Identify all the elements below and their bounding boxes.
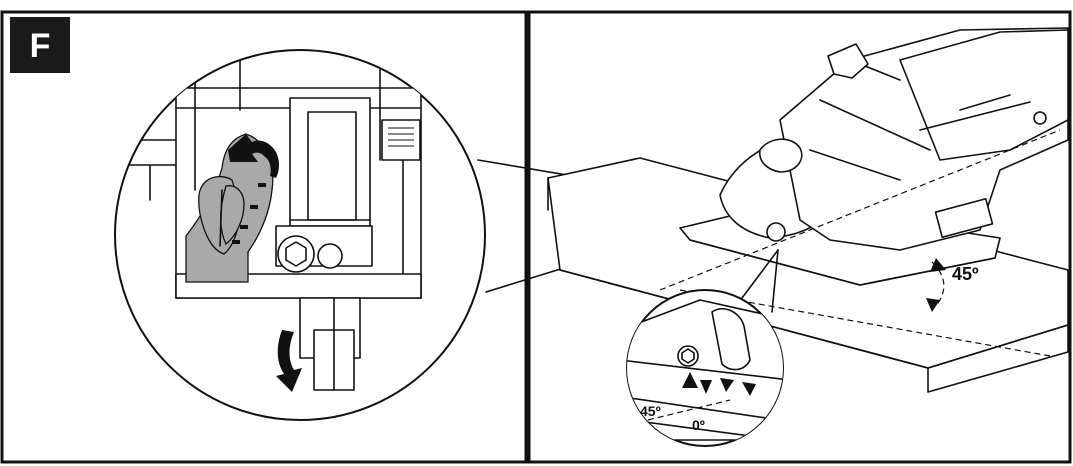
panel-label: F (30, 27, 51, 65)
left-panel-frame (0, 10, 528, 464)
detail-pointer (735, 249, 779, 313)
scale-detail-circle (626, 289, 784, 447)
magnified-detail-circle (114, 49, 486, 421)
hex-bolt (277, 235, 343, 273)
circular-saw-body (679, 27, 1069, 286)
bevel-lever (198, 175, 245, 255)
scale-ticks (232, 183, 266, 244)
bevel-angle-label: 45º (952, 264, 979, 284)
lock-lever (299, 297, 361, 391)
detail-0-label: 0º (692, 417, 705, 433)
panel-badge: F (10, 17, 70, 73)
down-arrow-icon (276, 330, 302, 392)
curved-arrow-icon (228, 134, 279, 178)
detail-45-label: 45º (640, 403, 661, 419)
right-panel-frame (527, 10, 1072, 464)
